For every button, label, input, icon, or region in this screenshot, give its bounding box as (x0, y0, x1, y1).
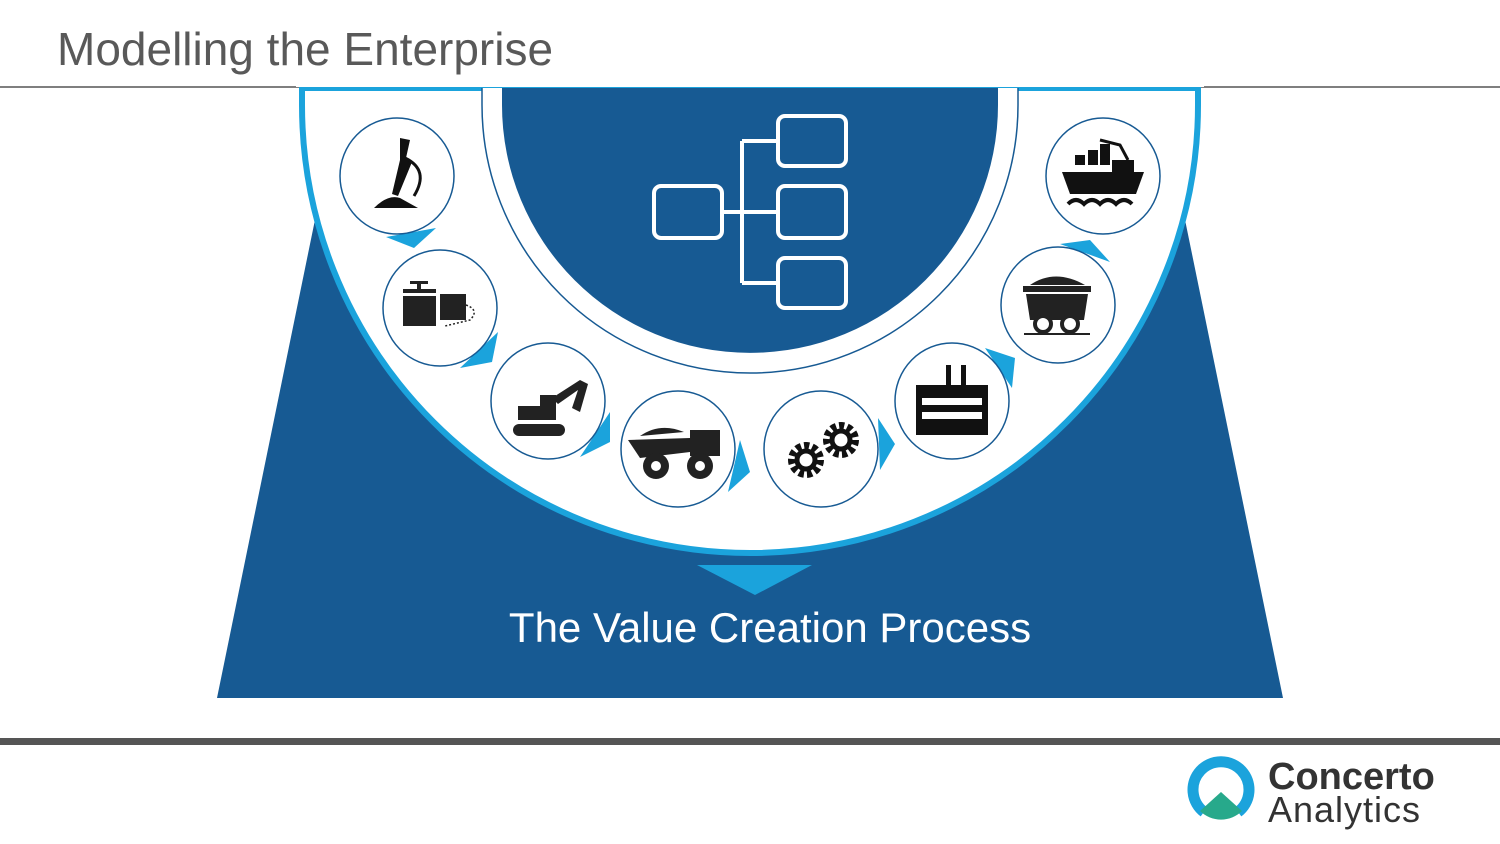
flow-arrow-icon (386, 228, 436, 248)
detonator-explosives-icon (403, 281, 475, 327)
process-label: The Value Creation Process (508, 604, 1032, 651)
haul-truck-icon (628, 427, 720, 479)
logo-mark-icon (1187, 756, 1255, 820)
org-hierarchy-icon (652, 114, 848, 310)
ore-rail-cart-icon (1023, 276, 1091, 335)
footer-divider (0, 738, 1500, 745)
step-circle (763, 390, 879, 508)
core-half-circle (502, 88, 998, 353)
factory-plant-icon (916, 365, 988, 435)
flow-arrow-icon (728, 440, 750, 492)
excavator-icon (513, 380, 588, 436)
slide-title: Modelling the Enterprise (57, 23, 554, 75)
cargo-ship-icon (1062, 138, 1144, 207)
down-arrow-icon (697, 565, 812, 595)
logo-subtitle: Analytics (1268, 789, 1422, 830)
flow-arrow-icon (985, 348, 1015, 388)
jackhammer-drill-icon (374, 138, 422, 208)
flow-arrow-icon (878, 418, 895, 470)
gears-processing-icon (788, 422, 859, 478)
logo-name: Concerto (1268, 756, 1435, 798)
company-logo: Concerto Analytics (1186, 756, 1466, 828)
flow-arrow-icon (1060, 240, 1110, 262)
